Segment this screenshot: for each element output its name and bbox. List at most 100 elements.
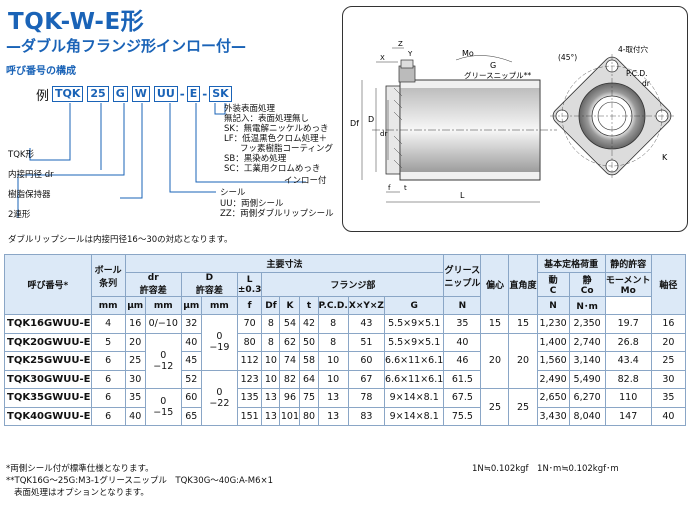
row-mo: 19.7 xyxy=(604,314,652,334)
row-df: 74 xyxy=(279,351,301,371)
row-c: 3,430 xyxy=(536,406,570,426)
row-d: 52 xyxy=(180,369,202,389)
unit-conversion: 1N≒0.102kgf 1N･m≒0.102kgf･m xyxy=(472,464,619,474)
code-part-surface: SK xyxy=(209,86,232,102)
f-label: f xyxy=(388,184,391,192)
perp-large: 25 xyxy=(508,388,538,426)
g-label: G xyxy=(490,61,496,70)
code-part-double: W xyxy=(131,86,150,102)
row-g: 46 xyxy=(443,351,482,371)
row-dr: 25 xyxy=(124,351,146,371)
row-drtol: 0/−10 xyxy=(144,314,182,334)
row-pcd: 67 xyxy=(347,369,385,389)
row-c: 2,650 xyxy=(536,388,570,408)
y-label: Y xyxy=(407,50,413,58)
technical-drawing: Df D dr f t L Z X Y Mo G グリースニップル** (45°… xyxy=(350,40,674,203)
row-model: TQK40GWUU-E xyxy=(4,406,92,426)
row-xyz: 5.5×9×5.1 xyxy=(383,332,445,352)
t-label: t xyxy=(404,184,407,192)
row-mo: 82.8 xyxy=(604,369,652,389)
seal-title: シール xyxy=(220,188,246,198)
footnote-3: 表面処理はオプションとなります。 xyxy=(14,488,149,498)
code-part-series: TQK xyxy=(52,86,84,102)
row-model: TQK30GWUU-E xyxy=(4,369,92,389)
row-co: 2,740 xyxy=(568,332,606,352)
double-lip-note: ダブルリップシールは内接円径16～30の対応となります。 xyxy=(8,235,233,245)
row-xyz: 5.5×9×5.1 xyxy=(383,314,445,334)
row-k: 75 xyxy=(299,388,319,408)
row-t: 8 xyxy=(317,332,349,352)
row-k: 50 xyxy=(299,332,319,352)
page-subtitle: —ダブル角フランジ形インロー付— xyxy=(6,37,247,55)
unit-dr: mm xyxy=(90,296,126,315)
row-co: 5,490 xyxy=(568,369,606,389)
header-pcd: P.C.D. xyxy=(317,296,349,315)
row-df: 62 xyxy=(279,332,301,352)
row-c: 1,560 xyxy=(536,351,570,371)
header-t: t xyxy=(299,296,319,315)
row-d: 60 xyxy=(180,388,202,408)
header-grease: グリースニップル xyxy=(443,254,482,297)
surface-item-sk: SK：無電解ニッケルめっき xyxy=(224,124,329,134)
grease-label: グリースニップル** xyxy=(464,70,531,80)
row-ball: 4 xyxy=(90,314,126,334)
unit-l: mm xyxy=(200,296,238,315)
header-ball: ボール条列 xyxy=(90,254,126,297)
row-l: 70 xyxy=(236,314,263,334)
d-label: D xyxy=(368,115,374,124)
row-k: 64 xyxy=(299,369,319,389)
row-model: TQK25GWUU-E xyxy=(4,351,92,371)
row-f: 10 xyxy=(261,351,281,371)
surface-item-none: 無記入：表面処理無し xyxy=(224,114,310,124)
row-g: 35 xyxy=(443,314,482,334)
row-co: 2,350 xyxy=(568,314,606,334)
mo-label: Mo xyxy=(462,49,474,58)
row-mo: 43.4 xyxy=(604,351,652,371)
row-f: 13 xyxy=(261,406,281,426)
header-main-dims: 主要寸法 xyxy=(124,254,445,273)
row-shaft: 30 xyxy=(650,369,687,389)
row-model: TQK35GWUU-E xyxy=(4,388,92,408)
row-pcd: 78 xyxy=(347,388,385,408)
unit-dtol: μm xyxy=(180,296,202,315)
row-l: 151 xyxy=(236,406,263,426)
header-perp: 直角度 xyxy=(508,254,538,315)
l-label: L xyxy=(460,191,465,200)
unit-drtol: μm xyxy=(124,296,146,315)
row-d: 32 xyxy=(180,314,202,334)
z-label: Z xyxy=(398,40,403,48)
row-shaft: 20 xyxy=(650,332,687,352)
row-xyz: 9×14×8.1 xyxy=(383,406,445,426)
double-label: 2連形 xyxy=(8,210,31,220)
header-model: 呼び番号* xyxy=(4,254,92,315)
row-df: 82 xyxy=(279,369,301,389)
header-g: G xyxy=(383,296,445,315)
ecc-small: 15 xyxy=(480,314,510,334)
row-g: 61.5 xyxy=(443,369,482,389)
df-label: Df xyxy=(350,119,359,128)
row-ball: 6 xyxy=(90,388,126,408)
header-f: f xyxy=(236,296,263,315)
surface-item-lf2: フッ素樹脂コーティング xyxy=(240,144,333,154)
unit-co: N xyxy=(536,296,570,315)
row-c: 1,400 xyxy=(536,332,570,352)
retainer-label: 樹脂保持器 xyxy=(8,190,51,200)
row-ball: 6 xyxy=(90,406,126,426)
footnote-2: **TQK16G～25G:M3-1グリースニップル TQK30G～40G:A-M… xyxy=(6,476,274,486)
drtol-group-15: 0 −15 xyxy=(144,388,182,426)
row-f: 10 xyxy=(261,369,281,389)
x-label: X xyxy=(380,54,385,62)
header-l: L±0.3 xyxy=(236,272,263,297)
dtol-group-22: 0 −22 xyxy=(200,369,238,426)
row-mo: 26.8 xyxy=(604,332,652,352)
row-dr: 30 xyxy=(124,369,146,389)
header-moment1: 静的許容 xyxy=(604,254,652,273)
row-shaft: 16 xyxy=(650,314,687,334)
drtol-group-12: 0 −12 xyxy=(144,332,182,389)
row-ball: 6 xyxy=(90,351,126,371)
